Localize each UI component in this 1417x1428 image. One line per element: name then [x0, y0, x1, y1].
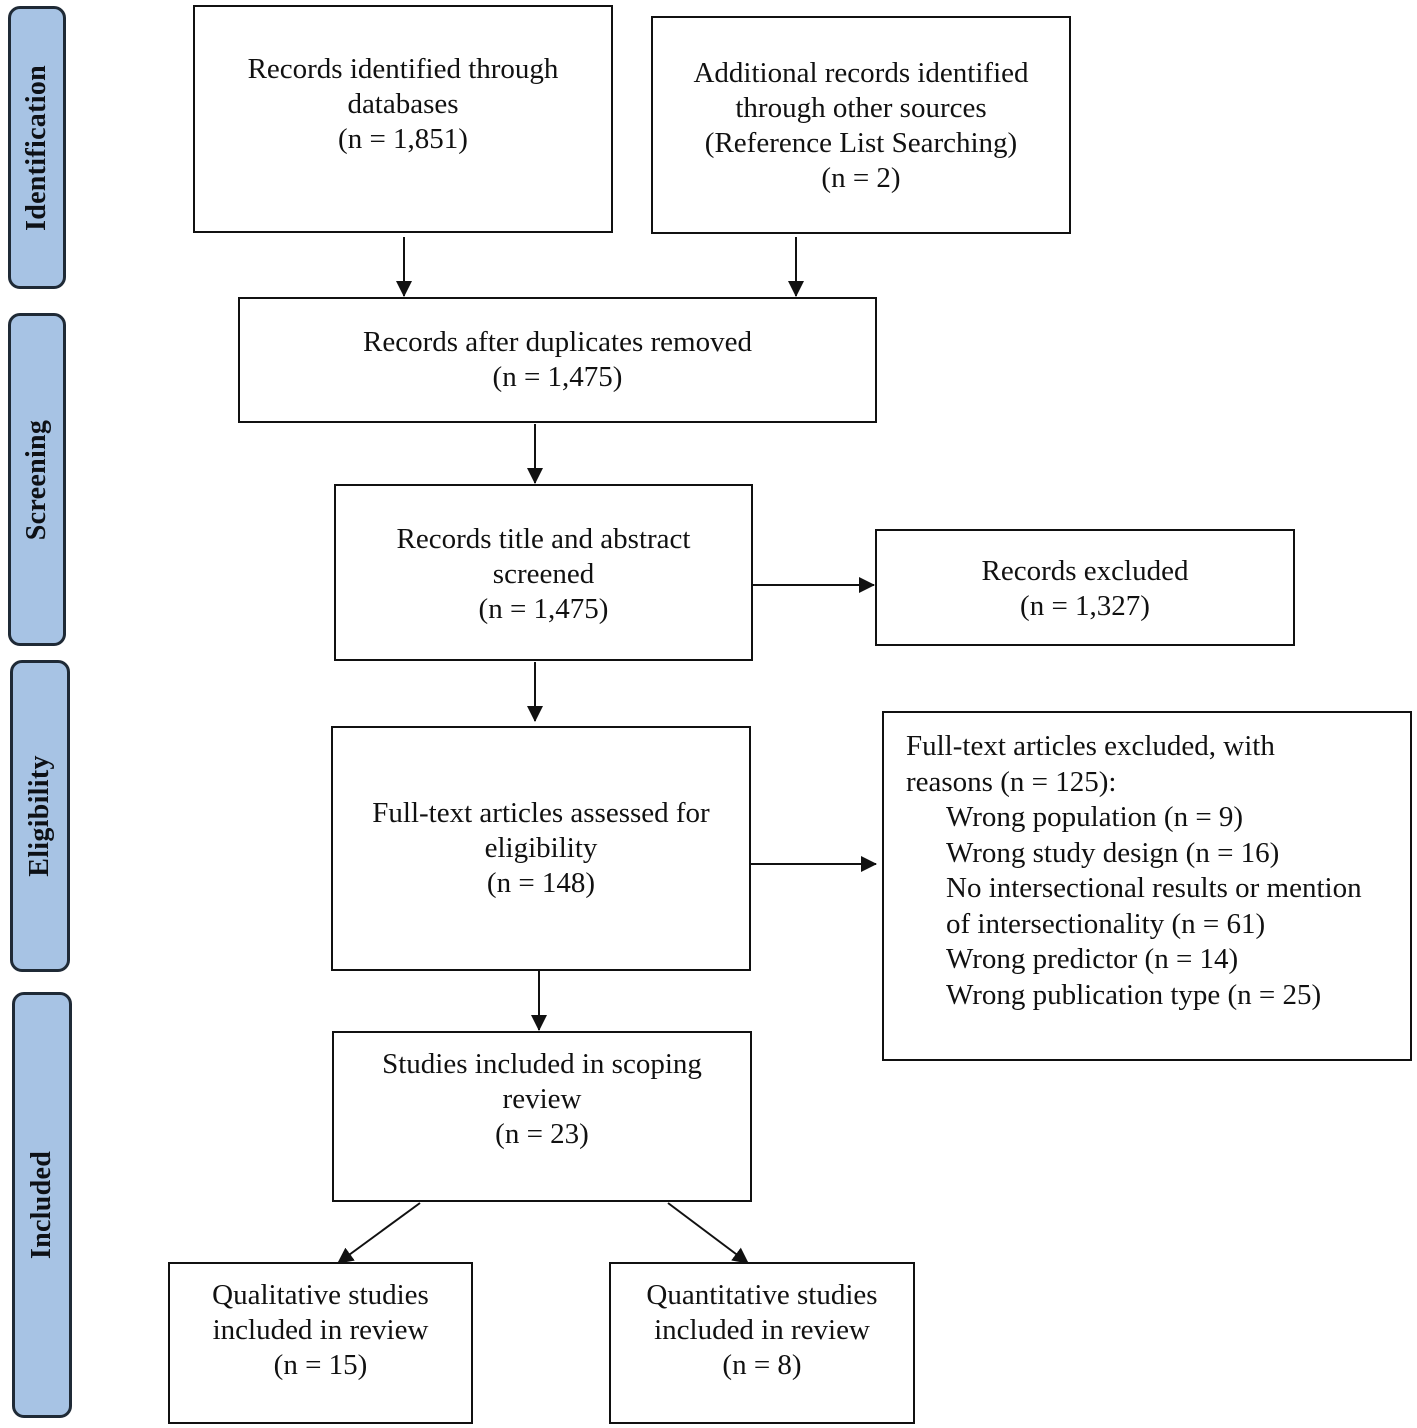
exclusion-reason-item: Wrong population (n = 9)	[946, 801, 1244, 833]
box-qualitative-line2: included in review	[212, 1314, 429, 1346]
exclusion-reason-item: Wrong study design (n = 16)	[946, 836, 1280, 869]
phase-screening: Screening	[8, 313, 66, 646]
box-included-review-line2: review	[502, 1083, 582, 1115]
box-full-text-assessed-line2: eligibility	[484, 832, 598, 864]
box-screened-line1: Records title and abstract	[396, 523, 691, 555]
phase-identification-label: Identification	[21, 64, 53, 231]
phase-included: Included	[12, 992, 72, 1418]
box-screened-count: (n = 1,475)	[478, 593, 609, 625]
box-qualitative: Qualitative studies included in review (…	[168, 1262, 473, 1424]
arrow-included-to-qualitative	[337, 1202, 421, 1264]
box-full-text-excluded: Full-text articles excluded, with reason…	[882, 711, 1412, 1061]
box-other-sources: Additional records identified through ot…	[651, 16, 1071, 234]
phase-eligibility: Eligibility	[10, 660, 70, 972]
box-included-review-line1: Studies included in scoping	[382, 1048, 702, 1080]
box-included-review: Studies included in scoping review (n = …	[332, 1031, 752, 1202]
phase-screening-label: Screening	[21, 419, 52, 540]
box-screened: Records title and abstract screened (n =…	[334, 484, 753, 661]
box-full-text-assessed-line1: Full-text articles assessed for	[372, 797, 710, 829]
box-full-text-assessed: Full-text articles assessed for eligibil…	[331, 726, 751, 971]
box-quantitative-line2: included in review	[654, 1314, 870, 1346]
box-records-excluded-line1: Records excluded	[981, 555, 1189, 587]
box-duplicates-removed-count: (n = 1,475)	[492, 361, 623, 393]
box-duplicates-removed-line1: Records after duplicates removed	[363, 326, 752, 358]
arrow-included-to-quantitative	[667, 1202, 749, 1264]
box-quantitative-line1: Quantitative studies	[646, 1279, 878, 1311]
box-other-sources-line2: through other sources	[735, 92, 987, 124]
box-qualitative-count: (n = 15)	[273, 1349, 368, 1381]
box-records-databases-count: (n = 1,851)	[338, 123, 468, 155]
box-duplicates-removed: Records after duplicates removed (n = 1,…	[238, 297, 877, 423]
phase-included-label: Included	[26, 1150, 58, 1260]
box-qualitative-line1: Qualitative studies	[212, 1279, 429, 1311]
exclusion-reason-item: Wrong predictor (n = 14)	[946, 943, 1239, 975]
phase-eligibility-label: Eligibility	[24, 755, 55, 877]
phase-identification: Identification	[8, 6, 66, 289]
full-text-excluded-line2: reasons (n = 125):	[906, 765, 1117, 798]
exclusion-reason-item: No intersectional results or mention	[946, 872, 1362, 904]
box-records-databases-line2: databases	[347, 88, 459, 120]
box-screened-line2: screened	[492, 558, 595, 590]
box-other-sources-line1: Additional records identified	[693, 57, 1029, 89]
box-other-sources-count: (n = 2)	[821, 162, 901, 194]
box-records-excluded-count: (n = 1,327)	[1020, 590, 1150, 622]
box-included-review-count: (n = 23)	[495, 1118, 589, 1150]
full-text-excluded-line1: Full-text articles excluded, with	[906, 730, 1275, 762]
box-quantitative: Quantitative studies included in review …	[609, 1262, 915, 1424]
box-records-excluded: Records excluded (n = 1,327)	[875, 529, 1295, 646]
box-records-databases-line1: Records identified through	[247, 53, 559, 85]
exclusion-reason-item: of intersectionality (n = 61)	[946, 907, 1266, 940]
box-other-sources-line3: (Reference List Searching)	[704, 127, 1018, 159]
exclusion-reason-item: Wrong publication type (n = 25)	[946, 978, 1322, 1011]
box-records-databases: Records identified through databases (n …	[193, 5, 613, 233]
box-full-text-assessed-count: (n = 148)	[486, 867, 596, 899]
box-quantitative-count: (n = 8)	[722, 1349, 802, 1381]
